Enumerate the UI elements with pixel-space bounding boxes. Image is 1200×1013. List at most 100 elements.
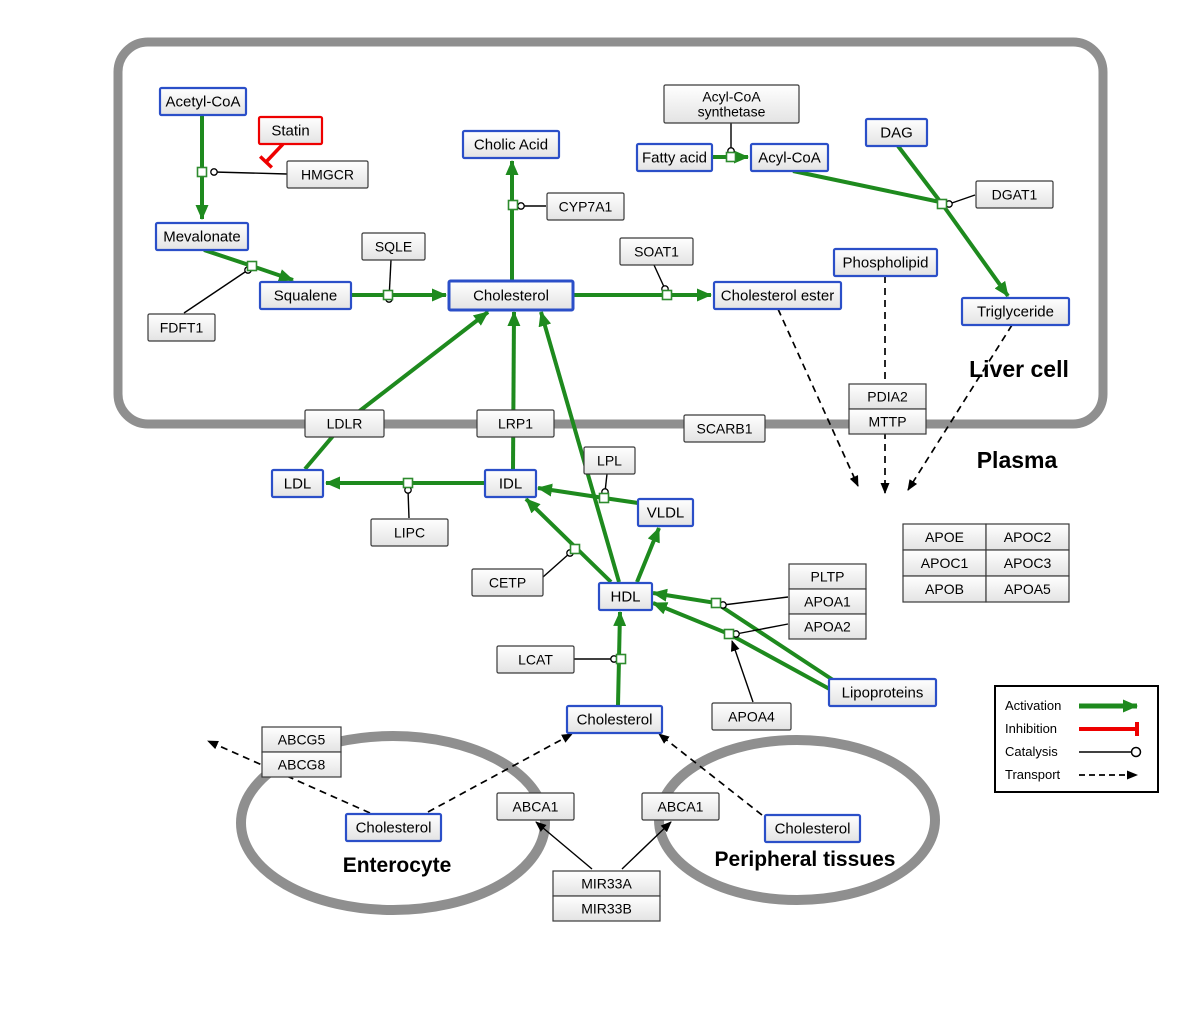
- protein-box: [641, 792, 720, 821]
- node-lipoproteins[interactable]: Lipoproteins: [827, 677, 938, 708]
- entity-box: [827, 677, 938, 708]
- node-statin[interactable]: Statin: [257, 115, 324, 146]
- node-mevalonate[interactable]: Mevalonate: [154, 221, 250, 252]
- node-label: Acyl-CoA: [758, 150, 821, 167]
- node-label: ABCA1: [513, 799, 559, 815]
- node-abca1-left[interactable]: ABCA1: [496, 792, 575, 821]
- node-cholesterol-plasma[interactable]: Cholesterol: [565, 704, 664, 735]
- entity-box: [565, 704, 664, 735]
- node-dgat1[interactable]: DGAT1: [975, 180, 1054, 209]
- node-label: LPL: [597, 453, 622, 469]
- stack-cell[interactable]: [788, 613, 867, 640]
- table-cell[interactable]: [902, 523, 987, 551]
- node-ldlr[interactable]: LDLR: [304, 409, 385, 438]
- node-label: Lipoproteins: [842, 685, 924, 702]
- inhibition-bar: [258, 155, 274, 169]
- protein-box: [496, 792, 575, 821]
- node-cholic-acid[interactable]: Cholic Acid: [461, 129, 561, 160]
- node-label: IDL: [499, 476, 522, 493]
- edge-catalysis-37: [735, 623, 789, 635]
- node-fatty-acid[interactable]: Fatty acid: [635, 142, 714, 173]
- table-cell[interactable]: [985, 523, 1070, 551]
- edge-activation-15: [635, 527, 661, 583]
- protein-box: [683, 414, 766, 443]
- node-dag[interactable]: DAG: [864, 117, 929, 148]
- node-vldl[interactable]: VLDL: [636, 497, 695, 528]
- table-cell[interactable]: [902, 549, 987, 577]
- table-cell-label: APOB: [925, 581, 964, 597]
- table-cell[interactable]: [985, 575, 1070, 603]
- entity-box: [597, 581, 654, 612]
- node-phospholipid[interactable]: Phospholipid: [832, 247, 939, 278]
- stack-cell[interactable]: [788, 563, 867, 590]
- node-acyl-coa-2[interactable]: Acyl-CoA: [749, 142, 830, 173]
- stack-cell[interactable]: [848, 408, 927, 435]
- reaction-node: [615, 653, 627, 665]
- node-lpl[interactable]: LPL: [583, 446, 636, 475]
- node-abca1-right[interactable]: ABCA1: [641, 792, 720, 821]
- stack-cell[interactable]: [552, 895, 661, 922]
- stack-cell-label: APOA2: [804, 619, 851, 635]
- stack-cell[interactable]: [788, 588, 867, 615]
- stack-cell-label: MIR33A: [581, 876, 632, 892]
- stack-cell-label: ABCG5: [278, 732, 326, 748]
- node-soat1[interactable]: SOAT1: [619, 237, 694, 266]
- entity-box: [270, 468, 325, 499]
- node-label: FDFT1: [160, 320, 204, 336]
- table-cell-label: APOC1: [921, 555, 969, 571]
- node-lrp1[interactable]: LRP1: [476, 409, 555, 438]
- node-lipc[interactable]: LIPC: [370, 518, 449, 547]
- node-label: DGAT1: [992, 187, 1038, 203]
- node-cholesterol-peripheral[interactable]: Cholesterol: [763, 813, 862, 844]
- node-hmgcr[interactable]: HMGCR: [286, 160, 369, 189]
- edge-activation-14: [524, 497, 613, 584]
- node-idl[interactable]: IDL: [483, 468, 538, 499]
- protein-box: [711, 702, 792, 731]
- node-cetp[interactable]: CETP: [471, 568, 544, 597]
- reaction-node: [598, 492, 610, 504]
- node-fdft1[interactable]: FDFT1: [147, 313, 216, 342]
- protein-box: [147, 313, 216, 342]
- entity-box: [763, 813, 862, 844]
- peripheral-tissues-label: Peripheral tissues: [715, 848, 896, 871]
- node-hdl[interactable]: HDL: [597, 581, 654, 612]
- edge-catalysis-26: [183, 269, 249, 314]
- node-triglyceride[interactable]: Triglyceride: [960, 296, 1071, 327]
- node-scarb1[interactable]: SCARB1: [683, 414, 766, 443]
- node-label: LDLR: [327, 416, 363, 432]
- node-label: Mevalonate: [163, 229, 241, 246]
- node-cholesterol-ester[interactable]: Cholesterol ester: [712, 280, 843, 311]
- node-cyp7a1[interactable]: CYP7A1: [546, 192, 625, 221]
- protein-box: [476, 409, 555, 438]
- node-ldl[interactable]: LDL: [270, 468, 325, 499]
- node-acetyl-coa[interactable]: Acetyl-CoA: [158, 86, 248, 117]
- protein-box: [286, 160, 369, 189]
- edge-transport-24: [658, 733, 763, 816]
- node-sqle[interactable]: SQLE: [361, 232, 426, 261]
- node-label: LDL: [284, 476, 312, 493]
- protein-box: [583, 446, 636, 475]
- stack-cell[interactable]: [261, 751, 342, 778]
- node-label: Cholesterol: [356, 820, 432, 837]
- node-squalene[interactable]: Squalene: [258, 280, 353, 311]
- node-label: Cholesterol: [775, 821, 851, 838]
- node-lcat[interactable]: LCAT: [496, 645, 575, 674]
- node-label: CYP7A1: [559, 199, 613, 215]
- stack-cell-label: APOA1: [804, 594, 851, 610]
- stack-cell[interactable]: [261, 726, 342, 753]
- node-cholesterol-enterocyte[interactable]: Cholesterol: [344, 812, 443, 843]
- node-apoa4[interactable]: APOA4: [711, 702, 792, 731]
- entity-box: [960, 296, 1071, 327]
- reaction-nodes: [196, 151, 948, 665]
- region-label-plasma: Plasma: [977, 447, 1058, 473]
- table-cell[interactable]: [985, 549, 1070, 577]
- node-cholesterol-liver[interactable]: Cholesterol: [447, 279, 575, 312]
